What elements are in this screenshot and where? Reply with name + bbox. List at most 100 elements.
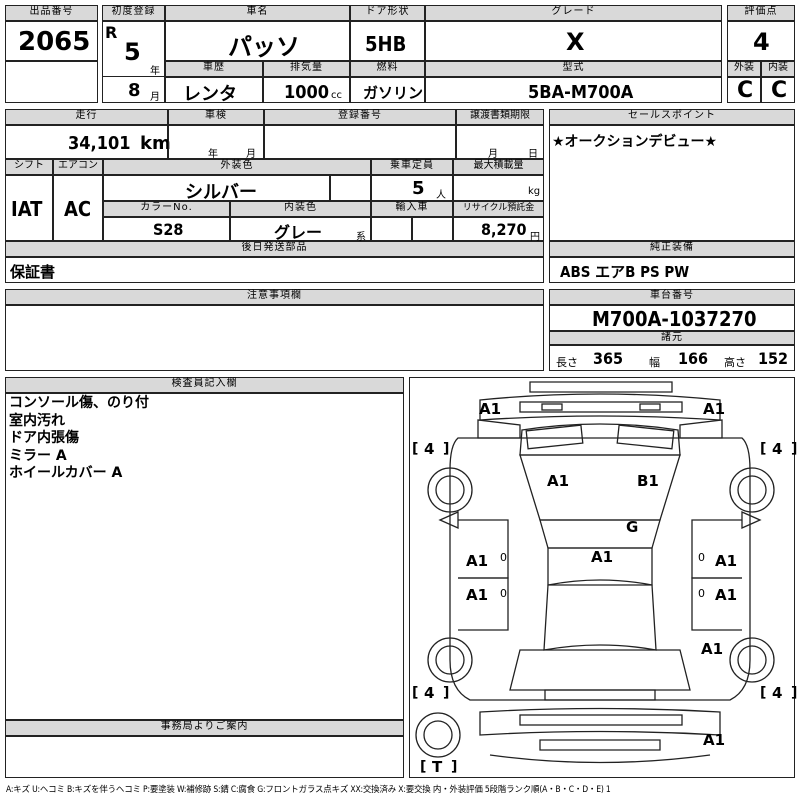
tire-rr-value: 4 (772, 684, 783, 702)
mileage-value: 34,101 (68, 133, 131, 154)
tire-fr-bracket-close: ] (791, 441, 797, 457)
chassis-label: 車台番号 (549, 289, 795, 305)
kei-unit: 系 (356, 232, 366, 243)
history-value: レンタ (183, 84, 237, 105)
model-label: 型式 (425, 61, 722, 77)
model-box (425, 77, 722, 103)
transfer-label: 譲渡書類期限 (456, 109, 544, 125)
lot-no-label: 出品番号 (5, 5, 98, 21)
height-value: 152 (758, 349, 789, 368)
inspector-note: ホイールカバー A (9, 465, 123, 481)
shift-label: シフト (5, 159, 53, 175)
car-name-label: 車名 (165, 5, 350, 21)
interior-label: 内装 (761, 61, 795, 77)
year-value: 5 (124, 38, 141, 66)
tire-rr-bracket-close: ] (791, 685, 797, 701)
tire-rl-bracket-close: ] (443, 685, 449, 701)
score-label: 評価点 (727, 5, 795, 21)
recycle-label: リサイクル預託金 (453, 201, 544, 217)
equipment-box (549, 257, 795, 283)
max-load-box (453, 175, 544, 201)
int-color-label: 内装色 (230, 201, 371, 217)
exterior-box (727, 77, 761, 103)
chassis-box (549, 305, 795, 331)
door-box (350, 21, 425, 61)
mark-door-rl: A1 (466, 586, 489, 604)
ext-color-value: シルバー (185, 182, 257, 203)
inspector-note: 室内汚れ (9, 412, 65, 429)
mark-windshield: G (626, 518, 639, 536)
transfer-day-unit: 日 (528, 149, 538, 160)
kg-unit: kg (528, 186, 541, 197)
year-unit: 年 (150, 66, 160, 77)
seats-box (371, 175, 453, 201)
mark-door-fr: A1 (715, 552, 738, 570)
int-color-value: グレー (274, 223, 323, 242)
fuel-value: ガソリン (363, 84, 424, 102)
chassis-value: M700A-1037270 (592, 307, 757, 331)
sales-point-box (549, 125, 795, 241)
spare-tire-value: T (432, 758, 443, 776)
history-box (165, 77, 263, 103)
mark-roof: A1 (591, 548, 614, 566)
door-label: ドア形状 (350, 5, 425, 21)
first-reg-label: 初度登録 (102, 5, 165, 21)
door-value: 5HB (365, 32, 407, 56)
zero-fl: 0 (500, 551, 507, 564)
import-box-a (371, 217, 412, 241)
inspector-note: コンソール傷、のり付 (9, 395, 149, 411)
ext-color-label: 外装色 (103, 159, 371, 175)
spare-bracket: [ (420, 759, 426, 775)
lot-no-box (5, 21, 98, 61)
import-box-b (412, 217, 453, 241)
tire-rr-bracket: [ (760, 685, 766, 701)
equipment-label: 純正装備 (549, 241, 795, 257)
lot-no-value: 2065 (18, 27, 91, 57)
later-parts-label: 後日発送部品 (5, 241, 544, 257)
aircon-value: AC (64, 197, 92, 221)
sales-point-value: ★オークションデビュー★ (552, 134, 718, 150)
mark-front-right: A1 (703, 400, 726, 418)
width-label: 幅 (649, 356, 660, 369)
equipment-value: ABS エアB PS PW (560, 263, 690, 281)
shift-value: IAT (11, 197, 43, 221)
seats-value: 5 (412, 178, 425, 199)
color-no-label: カラーNo. (103, 201, 230, 217)
reg-no-box (264, 125, 456, 159)
shift-box (5, 175, 53, 241)
later-parts-box (5, 257, 544, 283)
inspector-notes: コンソール傷、のり付 室内汚れ ドア内張傷 ミラー A ホイールカバー A (9, 395, 149, 483)
displacement-box (263, 77, 350, 103)
max-load-label: 最大積載量 (453, 159, 544, 175)
tire-fr-value: 4 (772, 440, 783, 458)
legend-text: A:キズ U:ヘコミ B:キズを伴うヘコミ P:要塗装 W:補修跡 S:錆 C:… (6, 785, 611, 795)
office-box (5, 736, 404, 778)
car-name-value: パッソ (228, 33, 300, 61)
length-label: 長さ (556, 356, 578, 369)
length-value: 365 (593, 349, 624, 368)
height-label: 高さ (724, 356, 746, 369)
tire-rl-value: 4 (424, 684, 435, 702)
notes-box (5, 305, 544, 371)
first-reg-divider (102, 76, 165, 77)
mark-hood-right: B1 (637, 472, 659, 490)
tire-fr-bracket: [ (760, 441, 766, 457)
office-label: 事務局よりご案内 (5, 720, 404, 736)
later-parts-value: 保証書 (10, 263, 56, 281)
month-unit: 月 (150, 92, 160, 103)
width-value: 166 (678, 349, 709, 368)
mileage-label: 走行 (5, 109, 168, 125)
grade-value: X (566, 28, 585, 56)
sales-point-label: セールスポイント (549, 109, 795, 125)
mark-rear-bumper-right: A1 (703, 731, 726, 749)
grade-label: グレード (425, 5, 722, 21)
inspection-year-unit: 年 (208, 149, 218, 160)
exterior-value: C (737, 78, 754, 103)
specs-label: 諸元 (549, 331, 795, 345)
history-label: 車歴 (165, 61, 263, 77)
seats-label: 乗車定員 (371, 159, 453, 175)
interior-box (761, 77, 795, 103)
reg-no-label: 登録番号 (264, 109, 456, 125)
cc-unit: cc (331, 90, 342, 101)
